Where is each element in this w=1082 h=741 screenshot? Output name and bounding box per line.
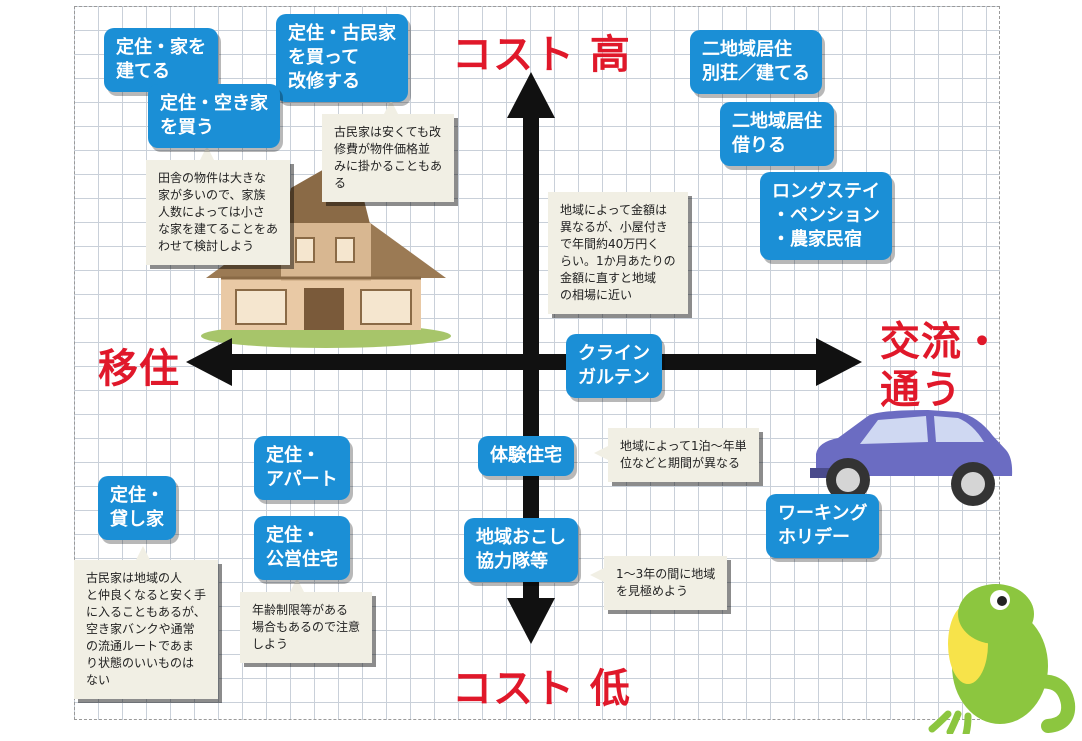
badge-two-region-villa: 二地域居住 別荘／建てる (690, 30, 822, 94)
note-public-tail (290, 578, 304, 592)
badge-chiiki-okoshi: 地域おこし 協力隊等 (464, 518, 578, 582)
residence-axis-line (228, 354, 822, 370)
arrow-down-icon (507, 598, 555, 644)
badge-working-holiday: ワーキング ホリデー (766, 494, 880, 558)
badge-klein-garten: クライン ガルテン (566, 334, 662, 398)
note-okoshi-tail (590, 568, 604, 582)
arrow-up-icon (507, 72, 555, 118)
badge-build-house: 定住・家を 建てる (104, 28, 218, 92)
badge-apartment: 定住・ アパート (254, 436, 350, 500)
badge-public-housing: 定住・ 公営住宅 (254, 516, 350, 580)
note-rental: 古民家は地域の人 と仲良くなると安く手 に入ることもあるが、 空き家バンクや通常… (74, 560, 219, 699)
note-trial-tail (594, 446, 608, 460)
axis-label-cost-high: コスト 高 (452, 32, 631, 78)
note-okoshi: 1～3年の間に地域 を見極めよう (604, 556, 728, 610)
note-inaka: 田舎の物件は大きな 家が多いので、家族 人数によっては小さ な家を建てることをあ… (146, 160, 291, 265)
note-kominka: 古民家は安くても改 修費が物件価格並 みに掛かることもあ る (322, 114, 455, 202)
axis-label-migrate: 移住 (98, 346, 180, 392)
badge-trial-housing: 体験住宅 (478, 436, 574, 476)
car-icon (810, 410, 1013, 506)
badge-buy-kominka: 定住・古民家 を買って 改修する (276, 14, 408, 102)
axis-label-cost-low: コスト 低 (452, 666, 631, 712)
note-trial: 地域によって1泊～年単 位などと期間が異なる (608, 428, 759, 482)
note-inaka-tail (200, 146, 214, 160)
note-klein: 地域によって金額は 異なるが、小屋付き で年間約40万円く らい。1か月あたりの… (548, 192, 688, 314)
axis-label-commute: 交流・ 通う (880, 319, 1003, 413)
arrow-right-icon (816, 338, 862, 386)
badge-rental-house: 定住・ 貸し家 (98, 476, 176, 540)
note-public: 年齢制限等がある 場合もあるので注意 しよう (240, 592, 373, 663)
badge-long-stay: ロングステイ ・ペンション ・農家民宿 (760, 172, 892, 260)
arrow-left-icon (186, 338, 232, 386)
badge-two-region-rent: 二地域居住 借りる (720, 102, 834, 166)
frog-icon (928, 584, 1076, 734)
badge-buy-akiya: 定住・空き家 を買う (148, 84, 280, 148)
note-rental-tail (136, 546, 150, 560)
note-kominka-tail (384, 100, 398, 114)
